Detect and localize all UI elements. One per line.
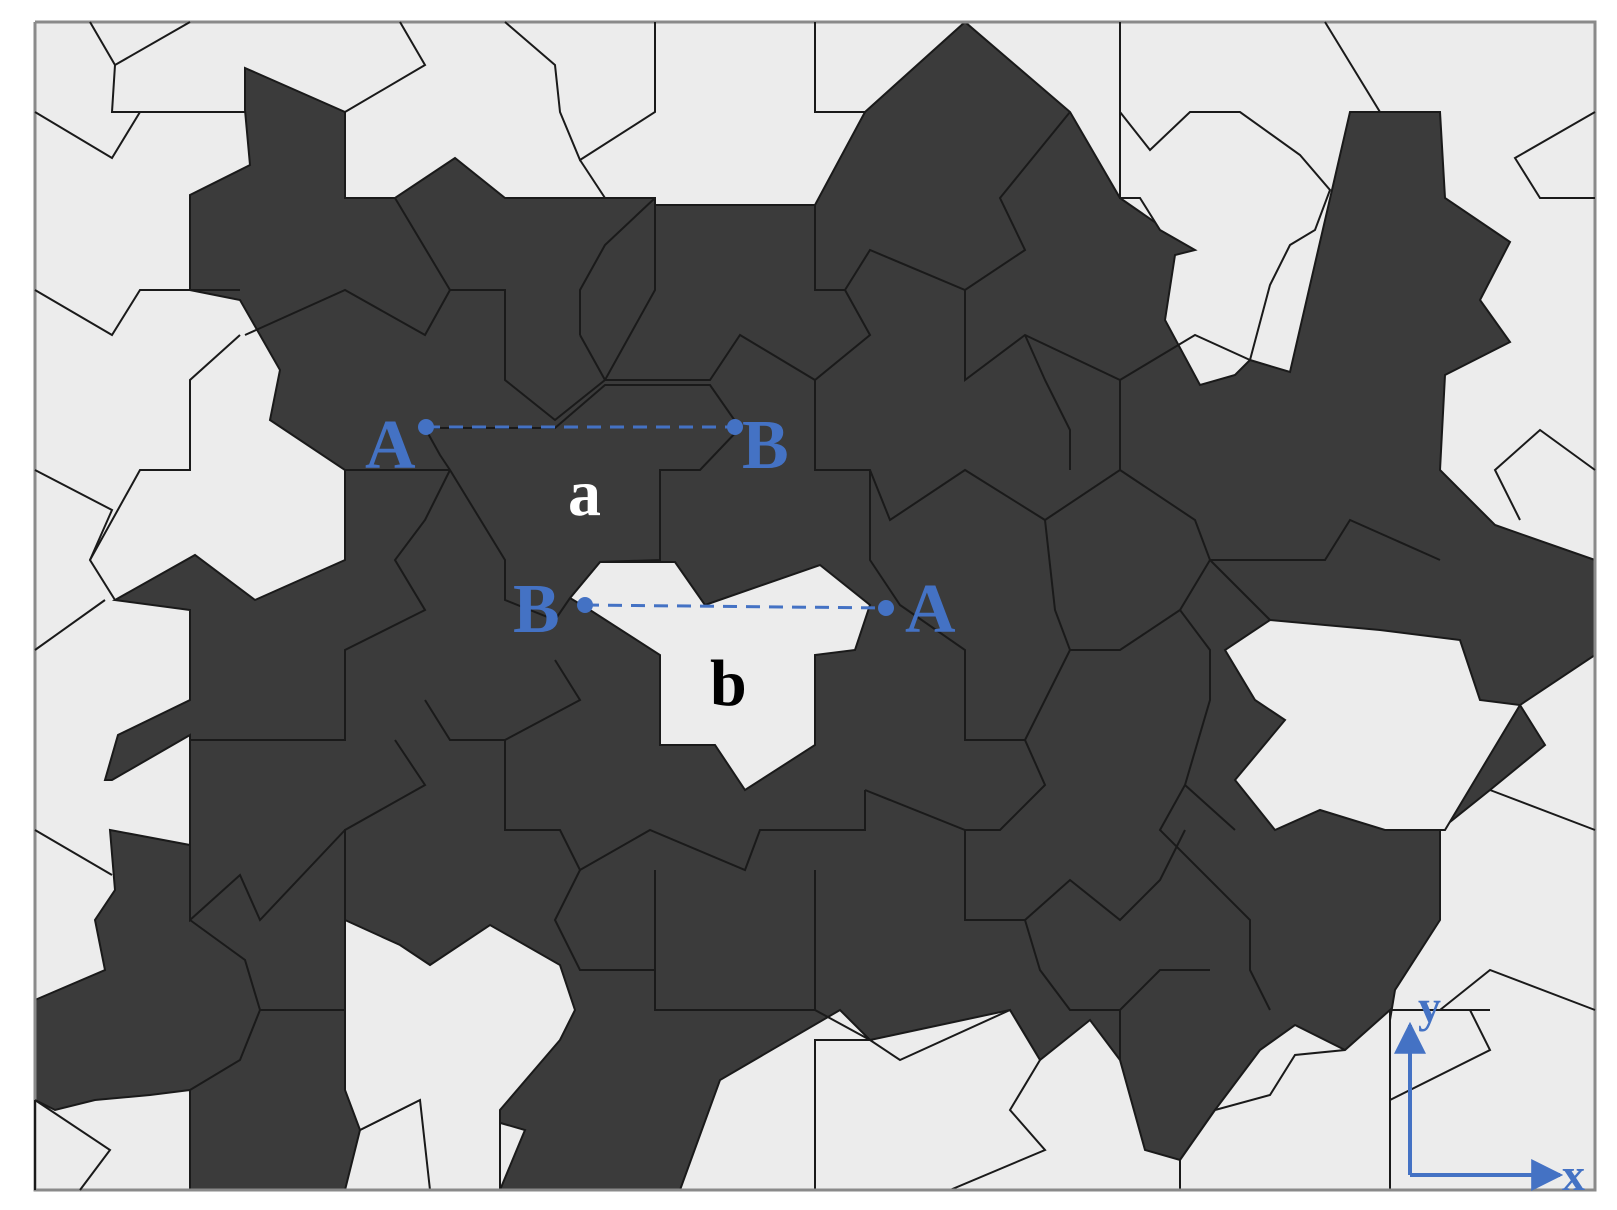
tile-a-label: a (568, 457, 601, 530)
edge-ba-mid-point-a (878, 600, 894, 616)
tile-b-label: b (710, 647, 747, 720)
edge-ab-top-point-a (418, 419, 434, 435)
edge-ba-mid-label-b: B (513, 571, 560, 648)
edge-ba-mid: B A (513, 571, 956, 648)
edge-ab-top: A B (365, 407, 789, 484)
edge-ba-mid-label-a: A (905, 571, 956, 648)
axes-indicator: y x (1394, 981, 1585, 1200)
tile-a (423, 384, 742, 622)
y-axis-label: y (1418, 981, 1441, 1032)
edge-ba-mid-point-b (577, 597, 593, 613)
edge-ab-top-label-b: B (742, 407, 789, 484)
tile-boundaries (33, 20, 1597, 1192)
edge-ba-mid-dashed-line (584, 603, 887, 610)
x-axis-label: x (1562, 1149, 1585, 1200)
edge-ab-top-point-b (727, 419, 743, 435)
tile-b (568, 561, 872, 792)
light-tile-overlays (344, 109, 1522, 1191)
edge-ab-top-label-a: A (365, 407, 416, 484)
